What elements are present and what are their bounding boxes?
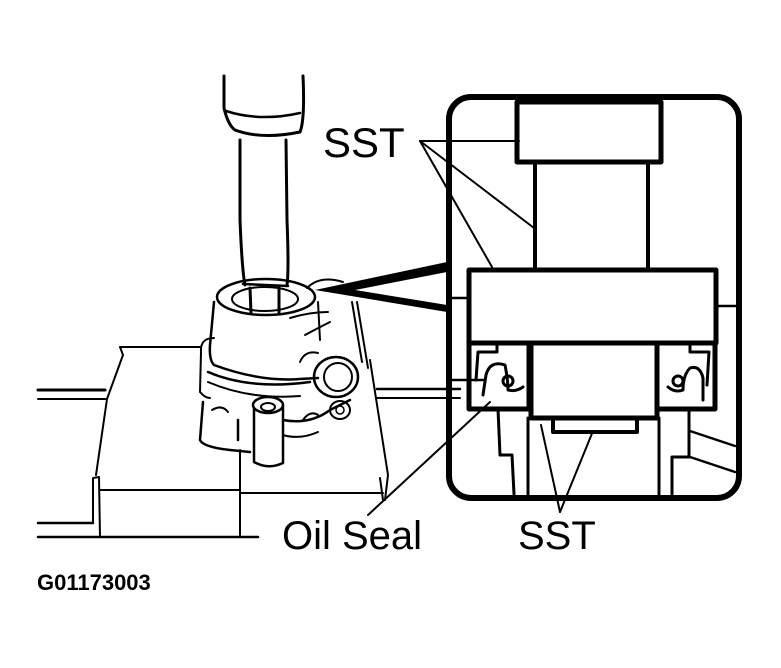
sst-label-top: SST [323, 119, 405, 166]
detail-callout-pointer [315, 262, 447, 312]
sst-driver [222, 74, 306, 315]
pump-body [198, 277, 369, 468]
oil-seal-label: Oil Seal [282, 516, 427, 556]
figure-code: G01173003 [37, 570, 151, 595]
sst-top-leaders [419, 140, 535, 268]
sst-label-bottom: SST [518, 514, 596, 558]
detail-inset [446, 94, 742, 501]
oil-seal-leader [367, 401, 491, 516]
